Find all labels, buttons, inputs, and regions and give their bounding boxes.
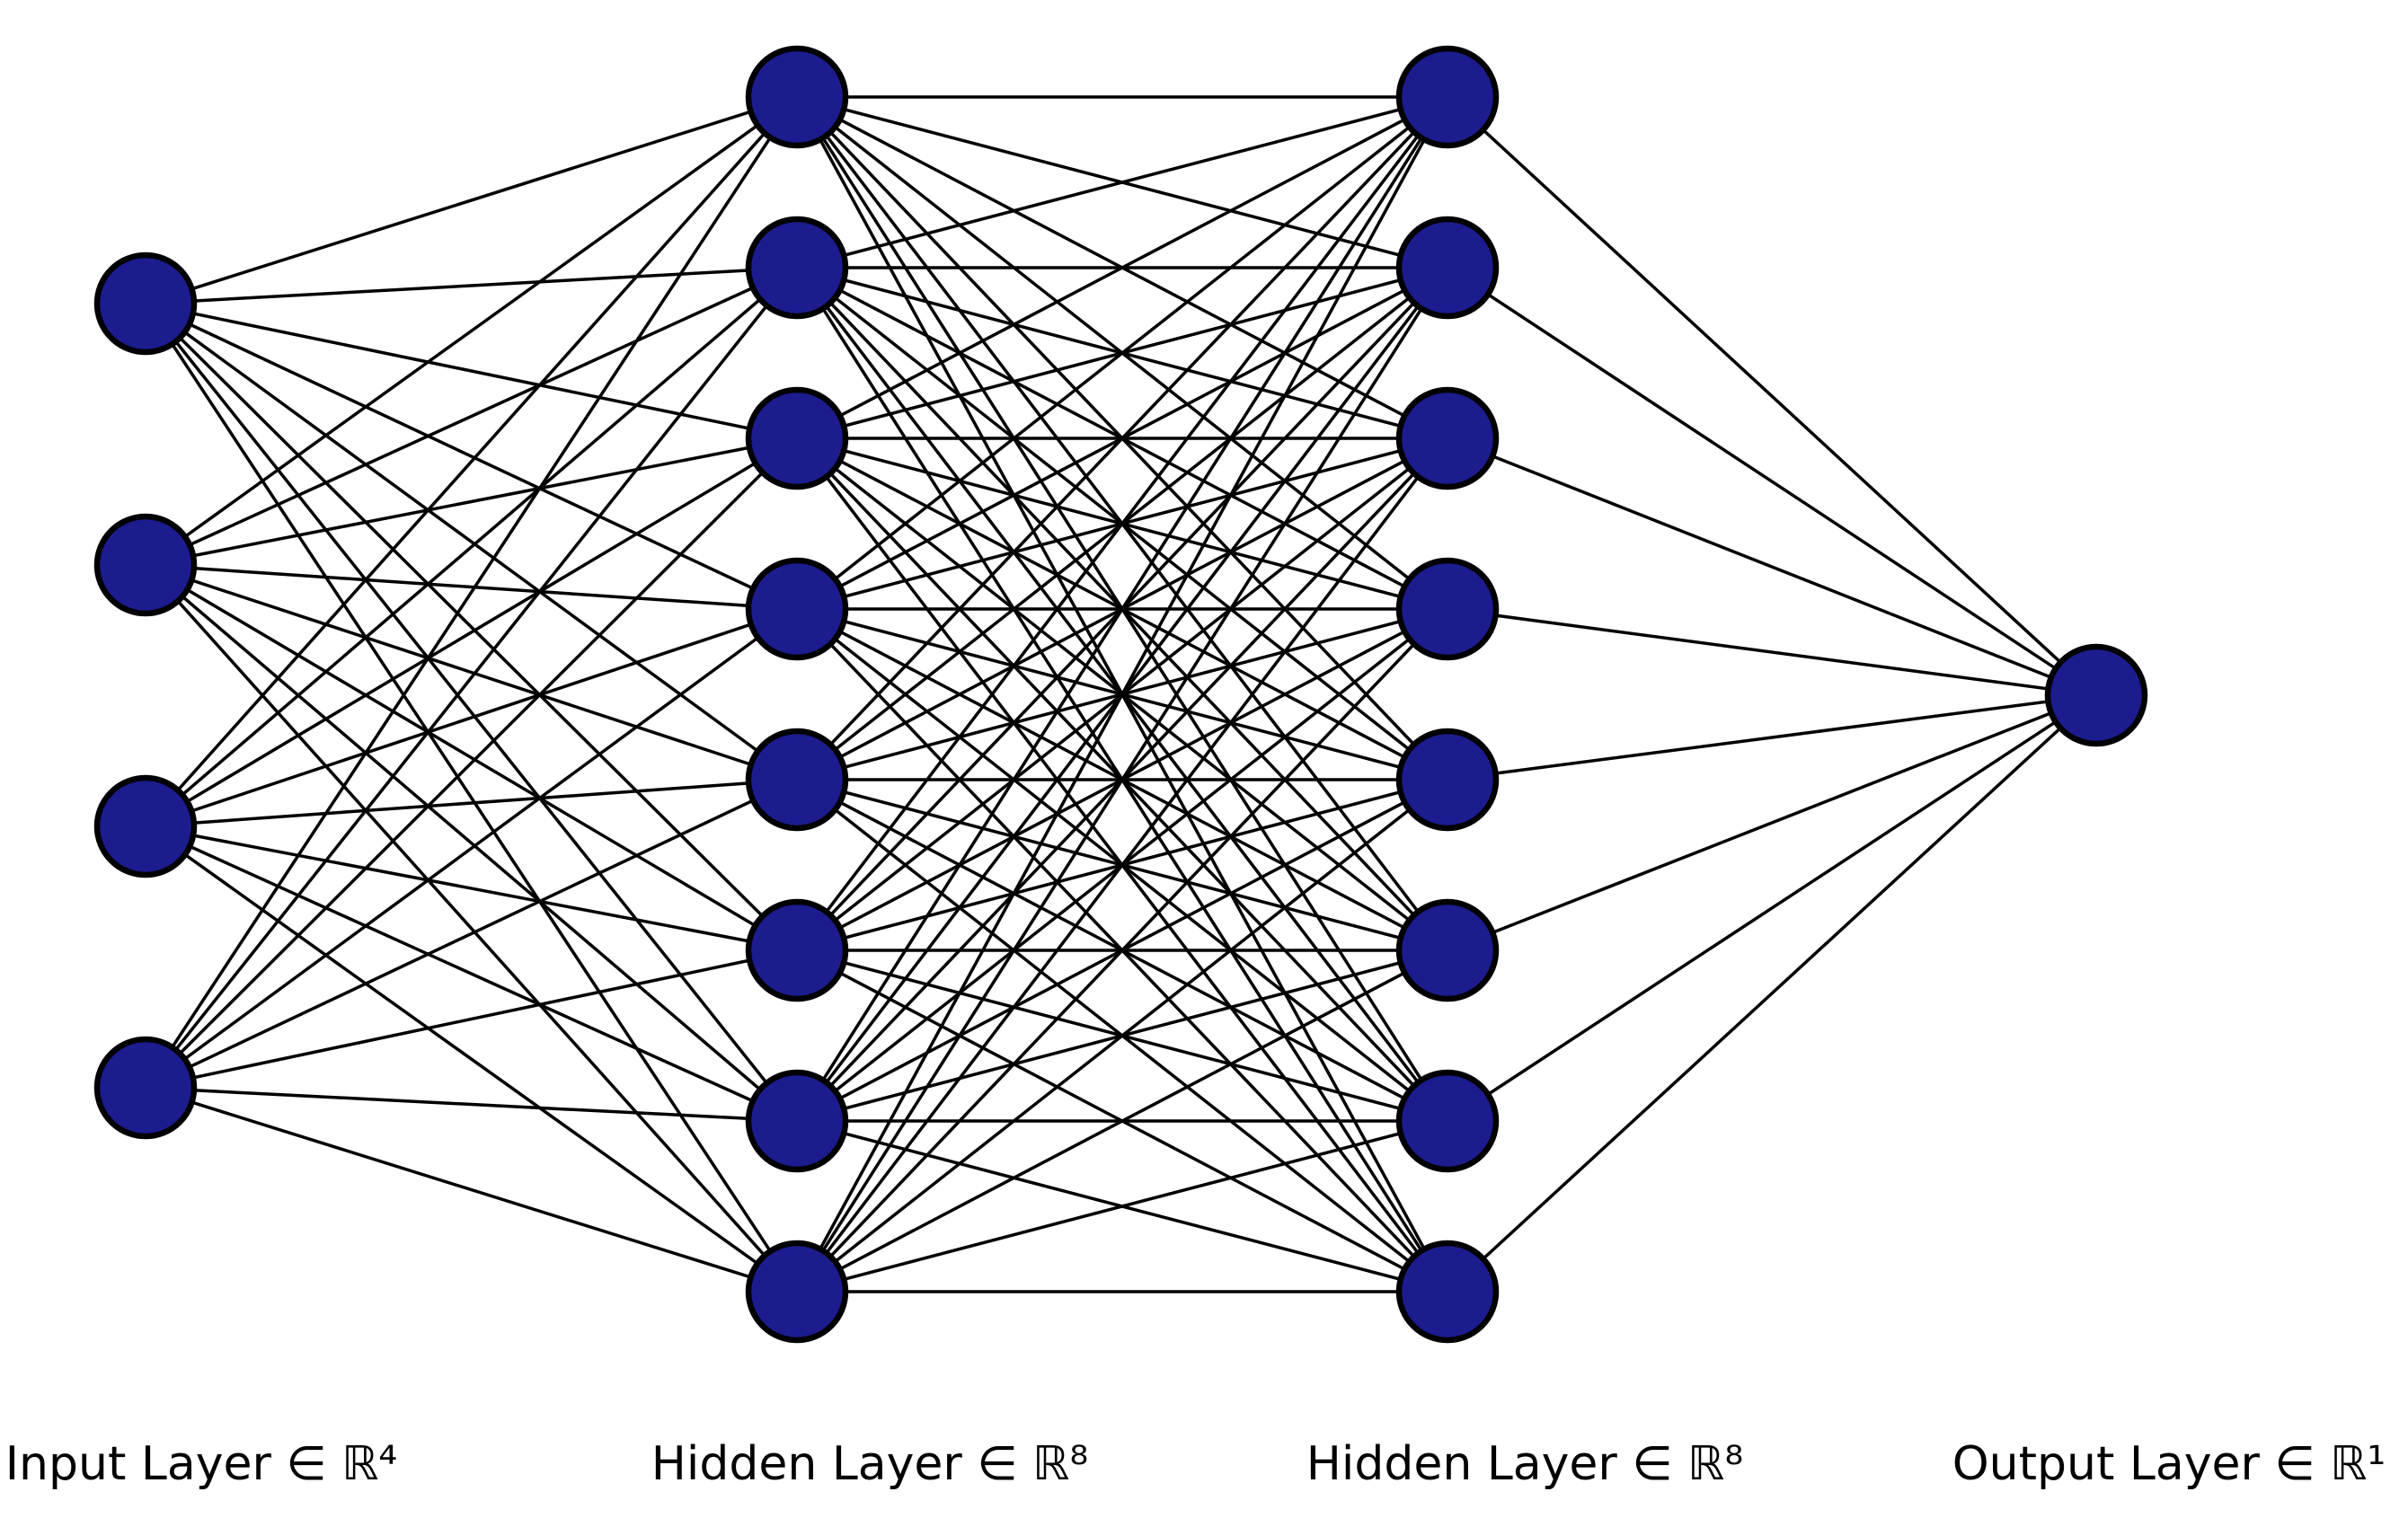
node-hidden2-1 [1395,45,1500,149]
node-input-3 [93,774,198,878]
node-hidden2-2 [1395,216,1500,320]
edge-input-to-hidden1 [145,949,798,1090]
node-input-2 [93,513,198,617]
hidden-layer-1-label: Hidden Layer ∈ ℝ⁸ [651,1437,1088,1491]
edge-input-to-hidden1 [145,1086,798,1293]
node-hidden1-5 [745,728,849,832]
edge-hidden2-to-output [1446,95,2098,697]
node-hidden1-6 [745,898,849,1002]
edge-input-to-hidden1 [145,778,798,828]
node-hidden1-4 [745,557,849,661]
edge-hidden1-to-hidden2 [796,95,1448,440]
edge-hidden1-to-hidden2 [796,95,1448,269]
edge-input-to-hidden1 [144,302,799,781]
edge-hidden2-to-output [1446,693,2098,1293]
edge-input-to-hidden1 [145,1086,798,1123]
node-hidden2-7 [1395,1069,1500,1173]
edge-input-to-hidden1 [144,563,799,1293]
node-hidden1-8 [745,1240,849,1344]
edge-hidden1-to-hidden2 [795,95,1449,611]
edge-hidden2-to-output [1447,607,2097,697]
edge-input-to-hidden1 [144,607,799,1090]
edge-hidden1-to-hidden2 [796,949,1448,1293]
edge-input-to-hidden1 [145,266,798,567]
edge-input-to-hidden1 [144,563,799,1123]
edge-input-to-hidden1 [145,302,798,440]
edge-input-to-hidden1 [145,825,798,1123]
edge-input-to-hidden1 [144,95,799,828]
edge-input-to-hidden1 [145,778,798,1090]
edge-input-to-hidden1 [145,563,798,611]
edge-hidden2-to-output [1447,693,2097,1123]
node-hidden1-7 [745,1069,849,1173]
edge-hidden2-to-output [1447,266,2097,697]
nodes [93,45,2148,1344]
edge-input-to-hidden1 [144,825,799,1293]
edge-hidden1-to-hidden2 [795,96,1449,1293]
edge-hidden1-to-hidden2 [795,437,1449,1293]
node-hidden2-4 [1395,557,1500,661]
edge-hidden2-to-output [1447,693,2097,781]
node-input-1 [93,252,198,356]
edge-hidden1-to-hidden2 [795,778,1449,1293]
edge-hidden1-to-hidden2 [796,1119,1448,1293]
edge-input-to-hidden1 [145,437,798,828]
hidden-layer-2-label: Hidden Layer ∈ ℝ⁸ [1306,1437,1743,1491]
edge-hidden1-to-hidden2 [795,607,1449,1293]
edge-input-to-hidden1 [145,302,798,611]
node-output-1 [2044,643,2148,747]
edge-input-to-hidden1 [144,437,799,1090]
edge-hidden2-to-output [1447,693,2097,952]
edge-input-to-hidden1 [144,302,799,1123]
edges [144,95,2098,1293]
edge-input-to-hidden1 [144,266,799,1090]
node-hidden1-1 [745,45,849,149]
edge-input-to-hidden1 [145,607,798,828]
edge-hidden1-to-hidden2 [795,96,1449,1122]
input-layer-label: Input Layer ∈ ℝ⁴ [5,1437,398,1491]
edge-input-to-hidden1 [145,825,798,952]
edge-input-to-hidden1 [144,303,799,1293]
node-hidden2-6 [1395,898,1500,1002]
edge-input-to-hidden1 [144,266,799,828]
output-layer-label: Output Layer ∈ ℝ¹ [1952,1437,2386,1491]
edge-input-to-hidden1 [145,95,798,305]
layer-labels: Input Layer ∈ ℝ⁴ Hidden Layer ∈ ℝ⁸ Hidde… [5,1437,2386,1491]
node-hidden2-3 [1395,386,1500,490]
edge-hidden1-to-hidden2 [795,95,1449,952]
edge-hidden1-to-hidden2 [795,267,1449,1293]
edge-input-to-hidden1 [145,437,798,567]
edge-input-to-hidden1 [144,302,799,952]
edge-hidden1-to-hidden2 [795,95,1449,781]
edge-input-to-hidden1 [145,563,798,952]
node-input-4 [93,1036,198,1140]
node-hidden1-2 [745,216,849,320]
edge-input-to-hidden1 [145,563,798,781]
edge-input-to-hidden1 [144,95,799,567]
node-hidden2-8 [1395,1240,1500,1344]
edge-hidden2-to-output [1447,437,2097,697]
edge-input-to-hidden1 [145,266,798,305]
node-hidden2-5 [1395,728,1500,832]
edge-input-to-hidden1 [144,96,799,1089]
node-hidden1-3 [745,386,849,490]
